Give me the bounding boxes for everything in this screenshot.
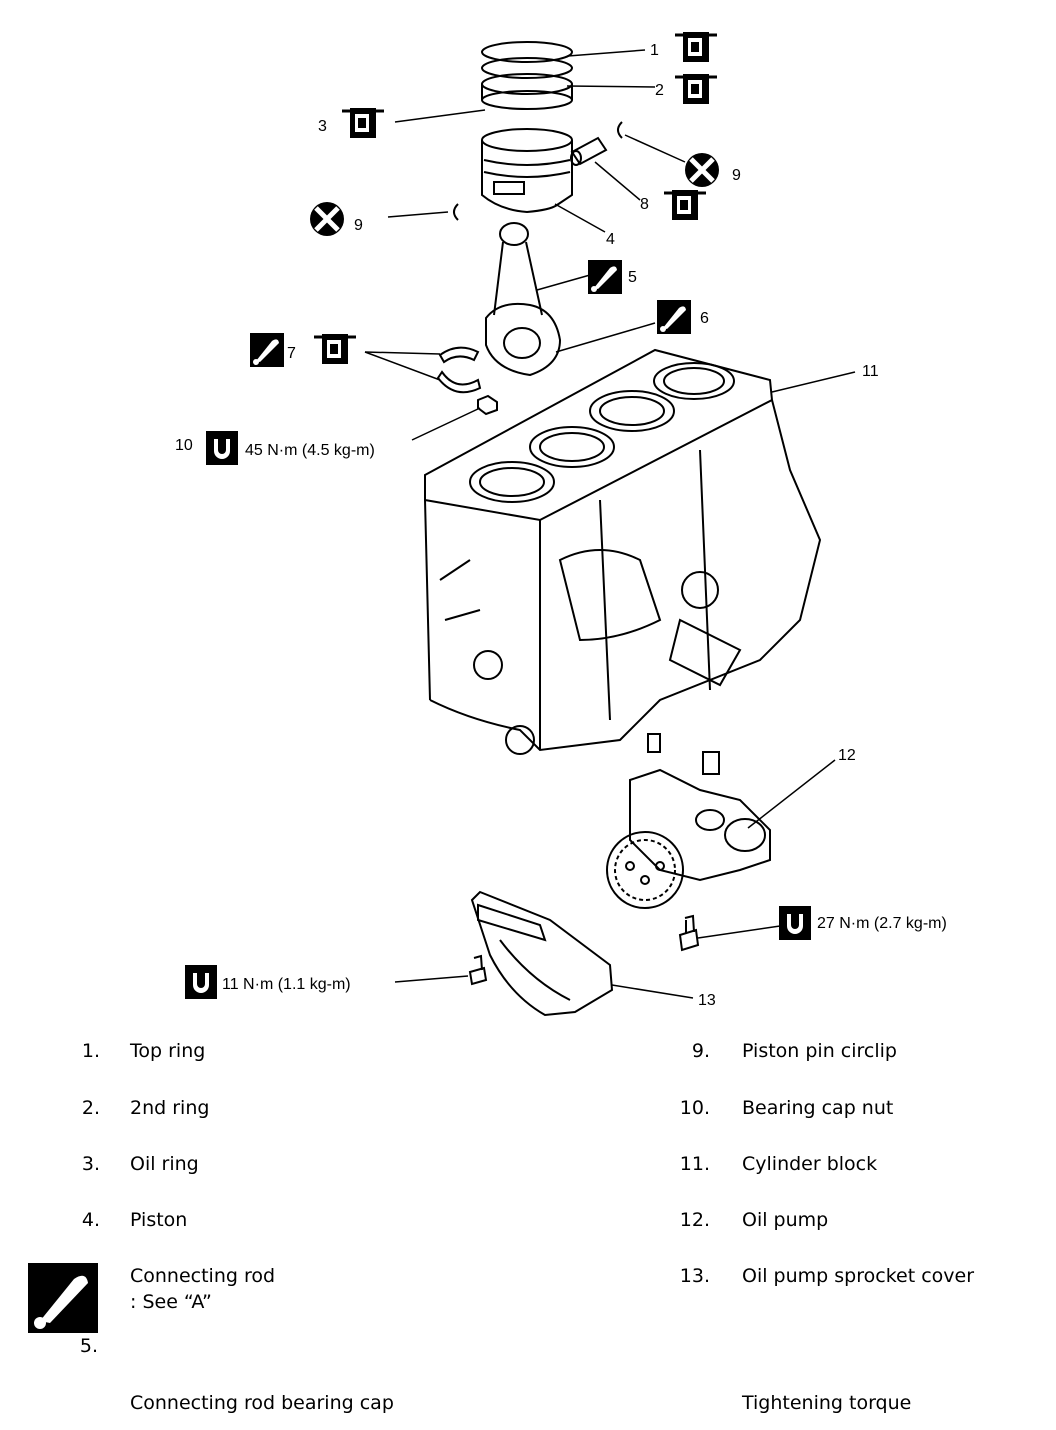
legend-num: 10. — [679, 1097, 710, 1119]
oil-can-icon — [340, 106, 386, 140]
bearing-halves — [436, 346, 482, 394]
torque-wrench-icon — [206, 431, 238, 465]
legend-num: 13. — [679, 1265, 710, 1287]
legend-num: 11. — [679, 1153, 710, 1175]
callout-9-left: 9 — [354, 217, 363, 234]
piston-pin — [570, 136, 608, 166]
legend-num: 5. — [79, 1335, 98, 1357]
sprocket-cover-bolt — [468, 954, 488, 986]
legend-num: 12. — [679, 1209, 710, 1231]
legend-label: Bearing cap nut — [742, 1097, 894, 1119]
legend-label: Cylinder block — [742, 1153, 878, 1175]
callout-13: 13 — [698, 992, 716, 1009]
torque-wrench-icon — [185, 965, 217, 999]
exploded-engine-diagram: 1 2 3 4 5 6 7 8 9 9 10 11 12 13 45 N·m (… — [175, 30, 947, 1017]
grease-brush-icon — [28, 1263, 98, 1333]
legend-label: 2nd ring — [130, 1097, 210, 1119]
legend-num: 9. — [691, 1040, 710, 1062]
legend-label: Connecting rod bearing cap — [130, 1392, 394, 1414]
cylinder-block — [424, 348, 822, 755]
oil-can-icon — [662, 188, 708, 222]
oil-pump-bolt — [678, 914, 700, 952]
legend-label: Connecting rod — [130, 1265, 276, 1287]
callout-4: 4 — [606, 231, 615, 248]
torque-sprocket-cover: 11 N·m (1.1 kg-m) — [222, 976, 351, 993]
sprocket-cover — [470, 890, 614, 1017]
callout-10: 10 — [175, 437, 193, 454]
circlip-right — [617, 121, 623, 139]
legend-label: Oil pump — [742, 1209, 829, 1231]
callout-9-right: 9 — [732, 167, 741, 184]
callout-8: 8 — [640, 196, 649, 213]
piston — [481, 128, 573, 214]
legend-label: Piston pin circlip — [742, 1040, 897, 1062]
torque-oil-pump: 27 N·m (2.7 kg-m) — [817, 915, 947, 932]
do-not-reuse-icon — [685, 153, 719, 187]
oil-can-icon — [673, 30, 719, 64]
piston-rings — [481, 41, 573, 110]
connecting-rod — [485, 222, 562, 377]
parts-legend: 1. Top ring 2. 2nd ring 3. Oil ring 4. P… — [0, 1030, 1056, 1430]
legend-label: Top ring — [130, 1040, 206, 1062]
grease-brush-icon — [588, 260, 622, 294]
oil-can-icon — [312, 332, 358, 366]
legend-sublabel: : See “A” — [130, 1291, 212, 1313]
callout-11: 11 — [862, 363, 879, 380]
leader-lines — [364, 49, 856, 999]
callout-1: 1 — [650, 42, 659, 59]
dowel — [702, 751, 720, 775]
torque-bearing-cap-nut: 45 N·m (4.5 kg-m) — [245, 442, 375, 459]
circlip-left — [453, 203, 459, 221]
bearing-cap-nut — [477, 394, 498, 416]
callout-7: 7 — [287, 345, 296, 362]
oil-pump — [606, 768, 771, 909]
callout-3: 3 — [318, 118, 327, 135]
legend-num: 4. — [81, 1209, 100, 1231]
legend-num: 1. — [81, 1040, 100, 1062]
callout-6: 6 — [700, 310, 709, 327]
do-not-reuse-icon — [310, 202, 344, 236]
legend-label: Oil ring — [130, 1153, 199, 1175]
callout-5: 5 — [628, 269, 637, 286]
legend-num: 3. — [81, 1153, 100, 1175]
oil-can-icon — [673, 72, 719, 106]
legend-num: 2. — [81, 1097, 100, 1119]
legend-label: Oil pump sprocket cover — [742, 1265, 975, 1287]
callout-2: 2 — [655, 82, 664, 99]
callout-12: 12 — [838, 747, 856, 764]
dowel — [647, 733, 661, 753]
torque-wrench-icon — [779, 906, 811, 940]
legend-label: Tightening torque — [742, 1392, 912, 1414]
grease-brush-icon — [657, 300, 691, 334]
legend-label: Piston — [130, 1209, 188, 1231]
grease-brush-icon — [250, 333, 284, 367]
